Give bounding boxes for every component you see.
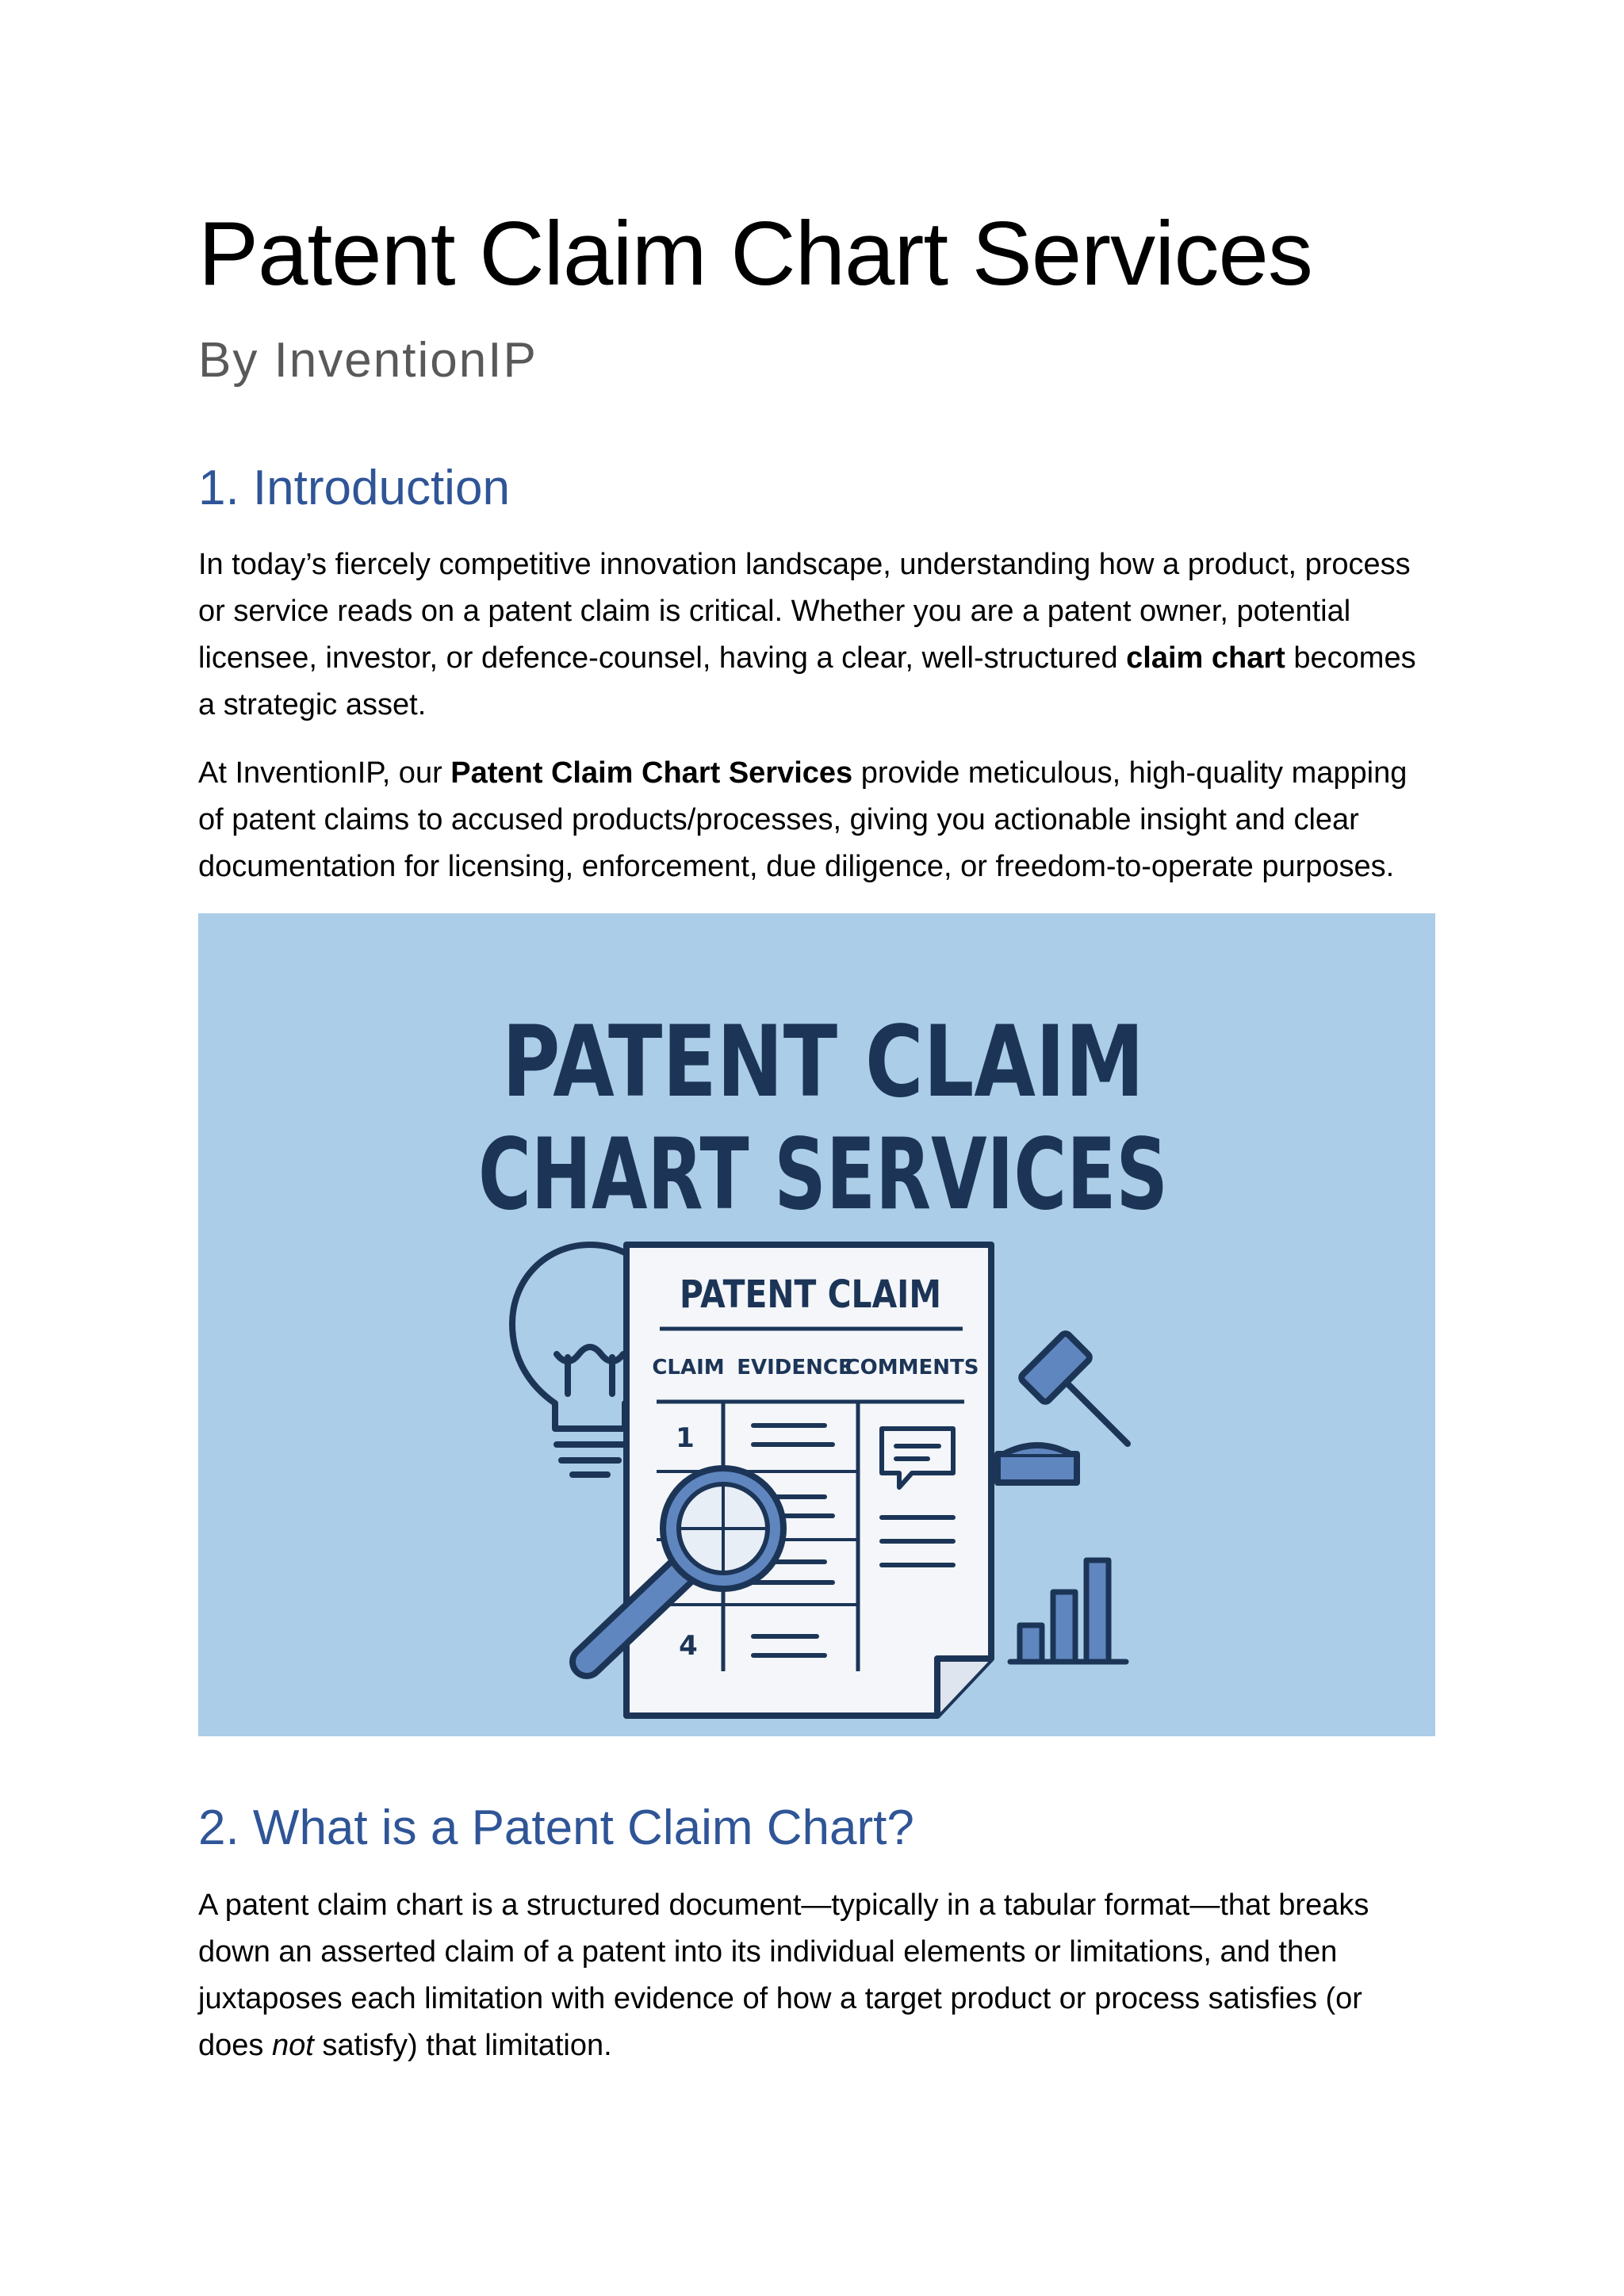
row-number: 4	[679, 1630, 698, 1662]
paragraph-text: At InventionIP, our	[198, 756, 450, 790]
gavel-icon	[998, 1332, 1128, 1483]
bold-term: claim chart	[1126, 641, 1285, 675]
banner-title-line2: CHART SERVICES	[478, 1118, 1168, 1232]
row-number: 1	[676, 1422, 695, 1454]
banner-illustration: PATENT CLAIM CHART SERVICES	[198, 913, 1435, 1736]
bar-chart-icon	[1010, 1560, 1126, 1662]
column-header: CLAIM	[652, 1356, 724, 1380]
claim-chart-document: PATENT CLAIM CLAIM EVIDENCE COMMENTS 1 2	[626, 1245, 991, 1716]
section-heading-introduction: 1. Introduction	[198, 460, 510, 516]
document-subtitle: By InventionIP	[198, 332, 1435, 388]
document-title: Patent Claim Chart Services	[198, 205, 1435, 304]
definition-paragraph: A patent claim chart is a structured doc…	[198, 1882, 1435, 2069]
document-content: Patent Claim Chart Services By Invention…	[198, 205, 1435, 388]
intro-paragraph-1: In today’s fiercely competitive innovati…	[198, 541, 1435, 729]
paragraph-text: satisfy) that limitation.	[314, 2029, 612, 2062]
section-heading-what-is-claim-chart: 2. What is a Patent Claim Chart?	[198, 1800, 914, 1856]
banner-title-line1: PATENT CLAIM	[502, 1005, 1144, 1119]
column-header: EVIDENCE	[737, 1356, 852, 1380]
column-header: COMMENTS	[845, 1356, 979, 1380]
bold-term: Patent Claim Chart Services	[450, 756, 852, 790]
banner-artwork: PATENT CLAIM CHART SERVICES	[198, 913, 1435, 1736]
intro-paragraph-2: At InventionIP, our Patent Claim Chart S…	[198, 750, 1435, 890]
italic-term: not	[272, 2029, 314, 2062]
document-heading: PATENT CLAIM	[680, 1272, 941, 1317]
